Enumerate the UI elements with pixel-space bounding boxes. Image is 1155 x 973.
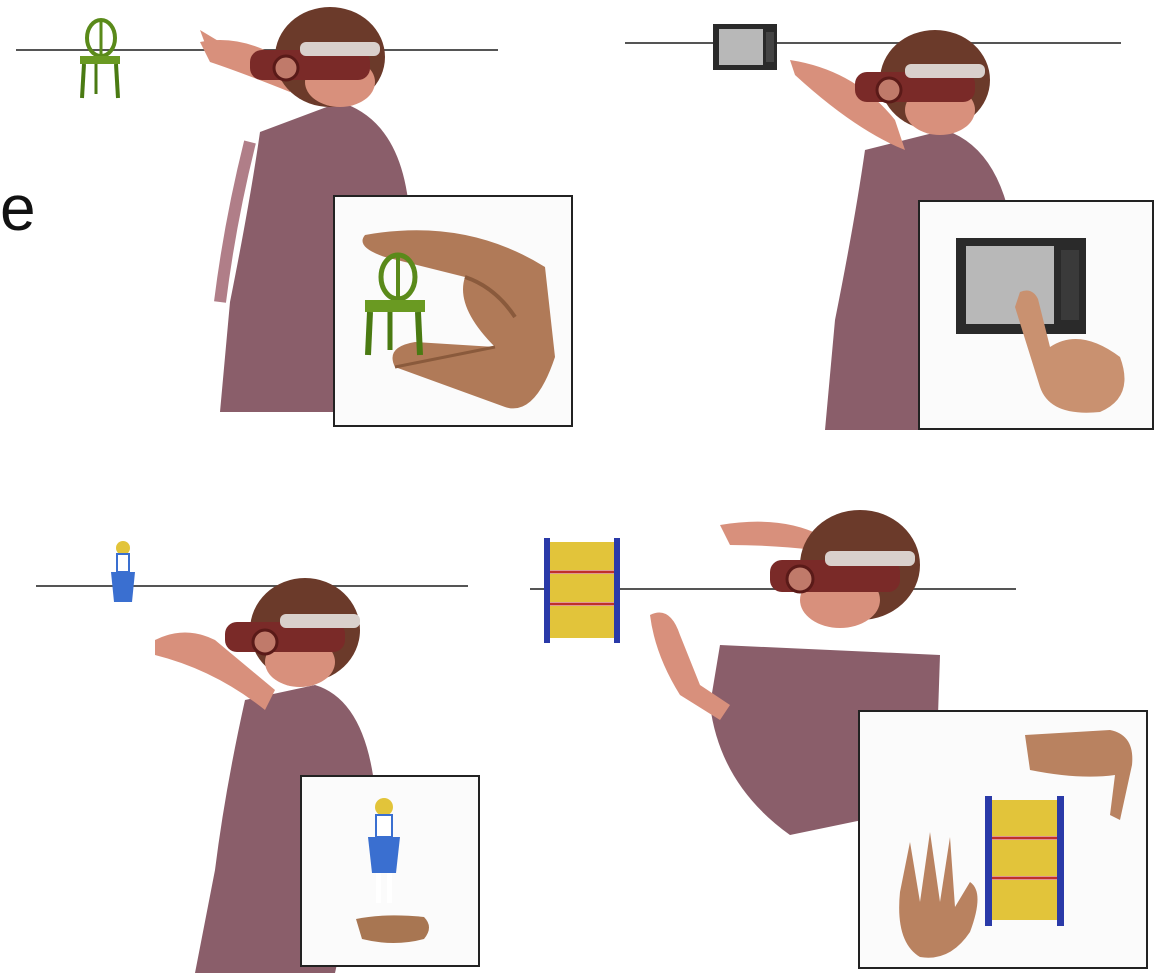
inset-bookshelf-hands — [858, 710, 1148, 969]
inset-tv-hand — [918, 200, 1154, 430]
chair-icon — [76, 18, 126, 100]
inset-figurine-hand — [300, 775, 480, 967]
open-hand-bottom-icon — [890, 822, 990, 962]
figurine-icon — [108, 540, 138, 632]
chair-icon — [360, 252, 430, 357]
palm-up-hand-icon — [354, 907, 434, 947]
pointing-hand-icon — [1010, 287, 1140, 417]
inset-chair-hand — [333, 195, 573, 427]
panel-chair — [0, 0, 580, 430]
open-hand-top-icon — [1020, 720, 1140, 830]
panel-tv — [600, 0, 1155, 430]
bookshelf-icon — [544, 538, 624, 643]
panel-girl — [0, 490, 490, 973]
tv-icon — [713, 24, 777, 70]
figurine-icon — [364, 797, 404, 907]
panel-shelf — [510, 490, 1155, 973]
